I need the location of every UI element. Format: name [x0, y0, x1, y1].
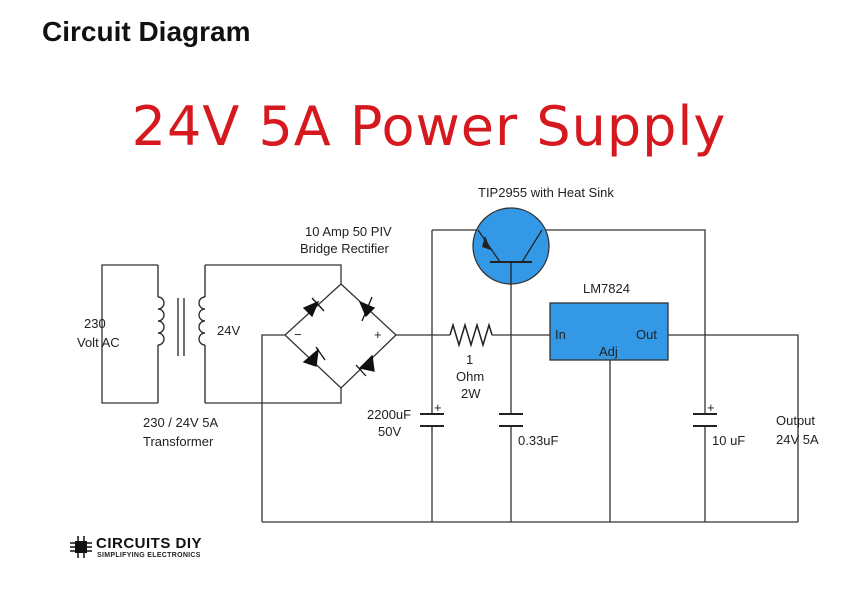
transistor-tip2955: [472, 207, 550, 285]
rectifier-label-line1: 10 Amp 50 PIV: [305, 224, 392, 239]
logo-tagline: SIMPLIFYING ELECTRONICS: [97, 552, 201, 559]
ac-input-label-line1: 230: [84, 316, 106, 331]
page-heading: Circuit Diagram: [42, 16, 251, 47]
logo-name: CIRCUITS DIY: [96, 535, 203, 552]
cap1-label-line2: 50V: [378, 424, 401, 439]
cap2-label: 0.33uF: [518, 433, 559, 448]
output-label-line2: 24V 5A: [776, 432, 819, 447]
wires: [101, 229, 799, 523]
cap1-plus-label: +: [434, 400, 442, 415]
capacitor-10uf: [693, 413, 717, 427]
resistor-1-ohm: [449, 322, 493, 348]
cap3-plus-label: +: [707, 400, 715, 415]
resistor-label-line1: 1: [466, 352, 473, 367]
transformer: [157, 265, 206, 403]
capacitor-0-33uf: [499, 413, 523, 427]
regulator-out-label: Out: [636, 327, 657, 342]
transistor-label: TIP2955 with Heat Sink: [478, 185, 614, 200]
cap1-label-line1: 2200uF: [367, 407, 411, 422]
regulator-label: LM7824: [583, 281, 630, 296]
ac-input-label-line2: Volt AC: [77, 335, 120, 350]
resistor-label-line3: 2W: [461, 386, 481, 401]
regulator-adj-label: Adj: [599, 344, 618, 359]
bridge-plus-label: +: [374, 327, 382, 342]
secondary-voltage-label: 24V: [217, 323, 240, 338]
bridge-rectifier: [284, 283, 397, 389]
capacitor-2200uf: [420, 413, 444, 427]
regulator-lm7824: [549, 302, 669, 361]
bridge-minus-label: −: [294, 327, 302, 342]
chip-icon: [70, 536, 92, 558]
resistor-label-line2: Ohm: [456, 369, 484, 384]
diagram-title: 24V 5A Power Supply: [131, 95, 727, 158]
output-label-line1: Output: [776, 413, 815, 428]
cap3-label: 10 uF: [712, 433, 745, 448]
transformer-label-line1: 230 / 24V 5A: [143, 415, 218, 430]
rectifier-label-line2: Bridge Rectifier: [300, 241, 390, 256]
transformer-label-line2: Transformer: [143, 434, 214, 449]
regulator-in-label: In: [555, 327, 566, 342]
